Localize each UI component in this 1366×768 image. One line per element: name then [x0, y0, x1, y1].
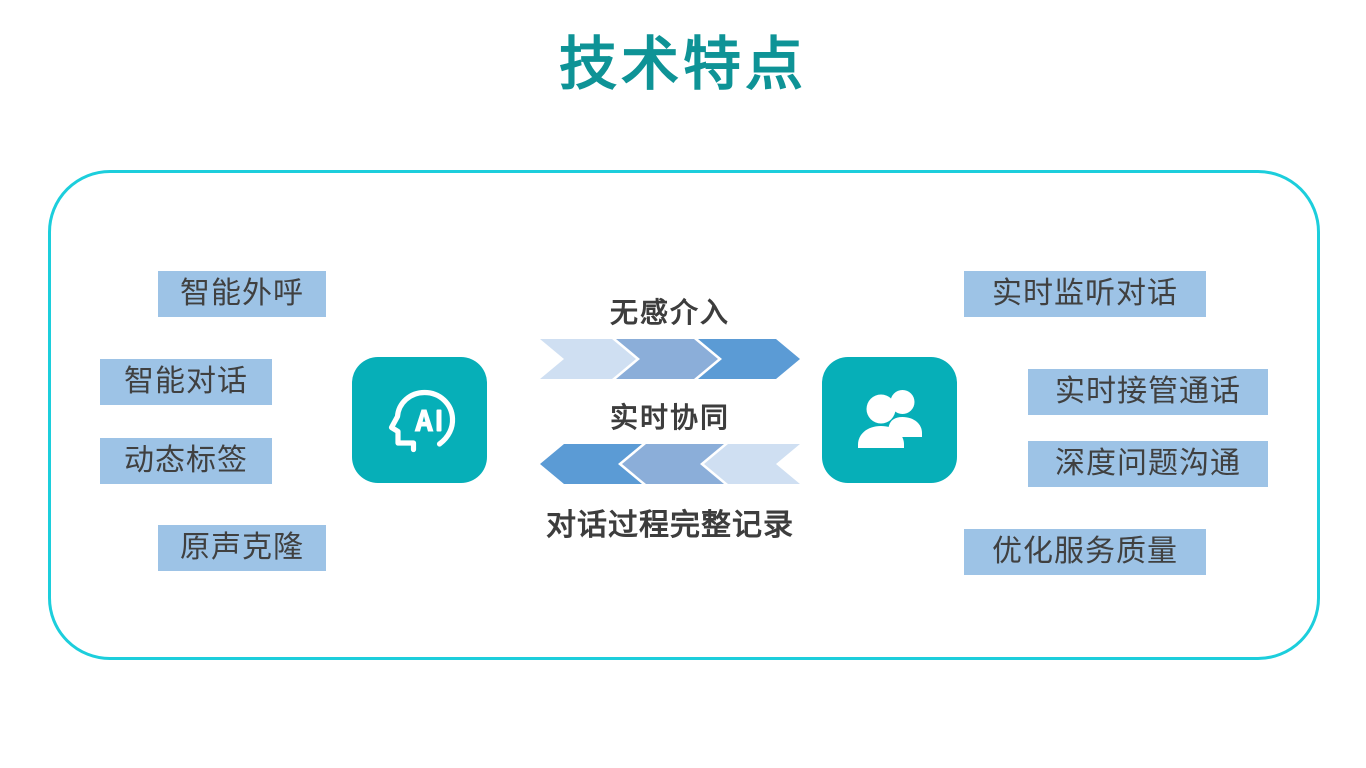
agent-icon-tile: [822, 357, 957, 483]
right-chip-1: 实时接管通话: [1028, 369, 1268, 415]
center-middle-label: 实时协同: [609, 402, 730, 433]
left-chip-1: 智能对话: [100, 359, 272, 405]
arrow-right: [540, 339, 800, 379]
diagram-frame: [48, 170, 1320, 660]
center-flow: 无感介入 实时协同 对话过程完整记录: [500, 295, 840, 545]
right-chip-0: 实时监听对话: [964, 271, 1206, 317]
center-top-label: 无感介入: [609, 297, 730, 328]
left-chip-3: 原声克隆: [158, 525, 326, 571]
page-title: 技术特点: [558, 32, 807, 97]
right-chip-2: 深度问题沟通: [1028, 441, 1268, 487]
right-chip-3: 优化服务质量: [964, 529, 1206, 575]
center-bottom-label: 对话过程完整记录: [546, 509, 794, 542]
ai-head-icon: [379, 379, 461, 461]
left-chip-0: 智能外呼: [158, 271, 326, 317]
arrow-left: [540, 444, 800, 484]
left-chip-2: 动态标签: [100, 438, 272, 484]
ai-icon-tile: [352, 357, 487, 483]
people-agent-icon: [852, 385, 928, 455]
